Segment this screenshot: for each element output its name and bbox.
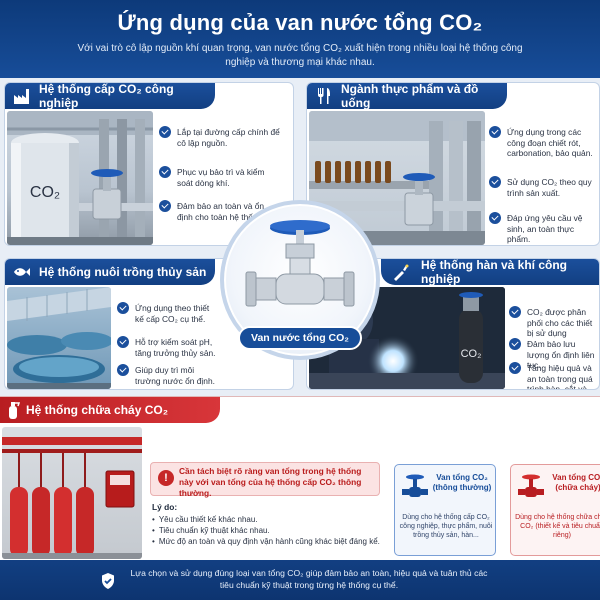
card-normal-title: Van tổng CO₂ (thông thường)	[432, 473, 492, 492]
industrial-bullet-1: Lắp tại đường cấp chính để cô lập nguồn.	[159, 126, 289, 148]
page-header: Ứng dụng của van nước tổng CO₂ Với vai t…	[0, 0, 600, 78]
footer-text: Lựa chọn và sử dụng đúng loại van tổng C…	[130, 568, 488, 590]
welding-torch-icon	[394, 264, 409, 281]
card-normal-valve: Van tổng CO₂ (thông thường) Dùng cho hệ …	[394, 464, 496, 556]
aqua-bullet-2: Hỗ trợ kiểm soát pH, tăng trưởng thủy sả…	[117, 336, 217, 358]
check-icon	[509, 338, 521, 350]
tank-label: CO₂	[30, 184, 60, 201]
check-icon	[489, 212, 501, 224]
food-bullet-3: Đáp ứng yêu cầu vệ sinh, an toàn thực ph…	[489, 212, 597, 245]
page-title: Ứng dụng của van nước tổng CO₂	[117, 10, 483, 35]
panel-industrial-title: Hệ thống cấp CO₂ công nghiệp	[39, 82, 174, 110]
check-icon	[509, 362, 521, 374]
check-icon	[159, 200, 171, 212]
check-icon	[489, 126, 501, 138]
welding-tank-label: CO₂	[461, 348, 482, 360]
reason-item: Mức độ an toàn và quy định vận hành cũng…	[152, 537, 380, 547]
panel-aqua-header: Hệ thống nuôi trồng thủy sản	[5, 259, 215, 285]
panel-industrial: Hệ thống cấp CO₂ công nghiệp CO₂ Lắp tại…	[4, 82, 294, 246]
factory-icon	[14, 89, 29, 104]
check-icon	[489, 176, 501, 188]
panel-welding-header: Hệ thống hàn và khí công nghiệp	[381, 258, 599, 286]
welding-bullet-3: Tăng hiệu quả và an toàn trong quá trình…	[509, 362, 599, 389]
check-icon	[117, 364, 129, 376]
welding-bullet-2: Đảm bảo lưu lượng ổn định liên tục.	[509, 338, 599, 371]
panel-welding-title: Hệ thống hàn và khí công nghiệp	[421, 258, 568, 286]
industrial-bullet-2: Phục vụ bảo trì và kiểm soát dòng khí.	[159, 166, 269, 188]
aqua-bullet-1: Ứng dụng theo thiết kế cấp CO₂ cụ thể.	[117, 302, 217, 324]
panel-aqua-title: Hệ thống nuôi trồng thủy sản	[39, 265, 207, 279]
card-normal-desc: Dùng cho hệ thống cấp CO₂ công nghiệp, t…	[399, 514, 493, 539]
welding-bullet-1: CO₂ được phân phối cho các thiết bị sử d…	[509, 306, 599, 339]
card-fire-desc: Dùng cho hệ thống chữa cháy CO₂ (thiết k…	[515, 514, 600, 539]
industrial-photo: CO₂	[7, 111, 153, 245]
fish-icon	[14, 268, 30, 276]
blue-valve-icon	[402, 474, 428, 497]
industrial-bullet-3: Đảm bảo an toàn và ổn định cho toàn hệ t…	[159, 200, 269, 222]
food-photo	[309, 111, 485, 245]
fire-cylinders-photo	[2, 427, 142, 559]
fire-warning-text: Cần tách biệt rõ ràng van tổng trong hệ …	[179, 466, 362, 498]
check-icon	[159, 166, 171, 178]
page-subtitle: Với vai trò cô lập nguồn khí quan trọng,…	[77, 43, 523, 68]
aqua-bullet-3: Giúp duy trì môi trường nước ổn định.	[117, 364, 217, 386]
reason-title: Lý do:	[152, 502, 178, 512]
fire-title: Hệ thống chữa cháy CO₂	[26, 403, 169, 417]
food-bullet-2: Sử dụng CO₂ theo quy trình sản xuất.	[489, 176, 597, 198]
check-icon	[159, 126, 171, 138]
red-valve-icon	[518, 474, 544, 497]
fire-header: Hệ thống chữa cháy CO₂	[0, 397, 220, 423]
panel-food: Ngành thực phẩm và đồ uống Ứng dụng tron…	[306, 82, 600, 246]
panel-industrial-header: Hệ thống cấp CO₂ công nghiệp	[5, 82, 215, 110]
center-valve-label: Van nước tổng CO₂	[238, 326, 362, 350]
check-icon	[117, 336, 129, 348]
fork-knife-icon	[318, 88, 330, 104]
fire-extinguisher-icon	[9, 402, 21, 419]
food-bullet-1: Ứng dụng trong các công đoạn chiết rót, …	[489, 126, 597, 159]
reason-item: Yêu cầu thiết kế khác nhau.	[152, 515, 258, 525]
check-icon	[509, 306, 521, 318]
card-fire-valve: Van tổng CO₂ (chữa cháy) Dùng cho hệ thố…	[510, 464, 600, 556]
fire-section: Hệ thống chữa cháy CO₂	[0, 396, 600, 560]
footer: Lựa chọn và sử dụng đúng loại van tổng C…	[0, 560, 600, 600]
check-icon	[117, 302, 129, 314]
panel-food-title: Ngành thực phẩm và đồ uống	[341, 82, 479, 110]
reason-item: Tiêu chuẩn kỹ thuật khác nhau.	[152, 526, 270, 536]
card-fire-title: Van tổng CO₂ (chữa cháy)	[552, 473, 600, 492]
warning-icon: !	[158, 470, 174, 486]
gate-valve-icon	[245, 220, 355, 307]
aqua-photo	[7, 287, 111, 389]
shield-check-icon	[102, 573, 114, 589]
panel-food-header: Ngành thực phẩm và đồ uống	[307, 82, 507, 110]
fire-warning-box: ! Cần tách biệt rõ ràng van tổng trong h…	[150, 462, 380, 498]
